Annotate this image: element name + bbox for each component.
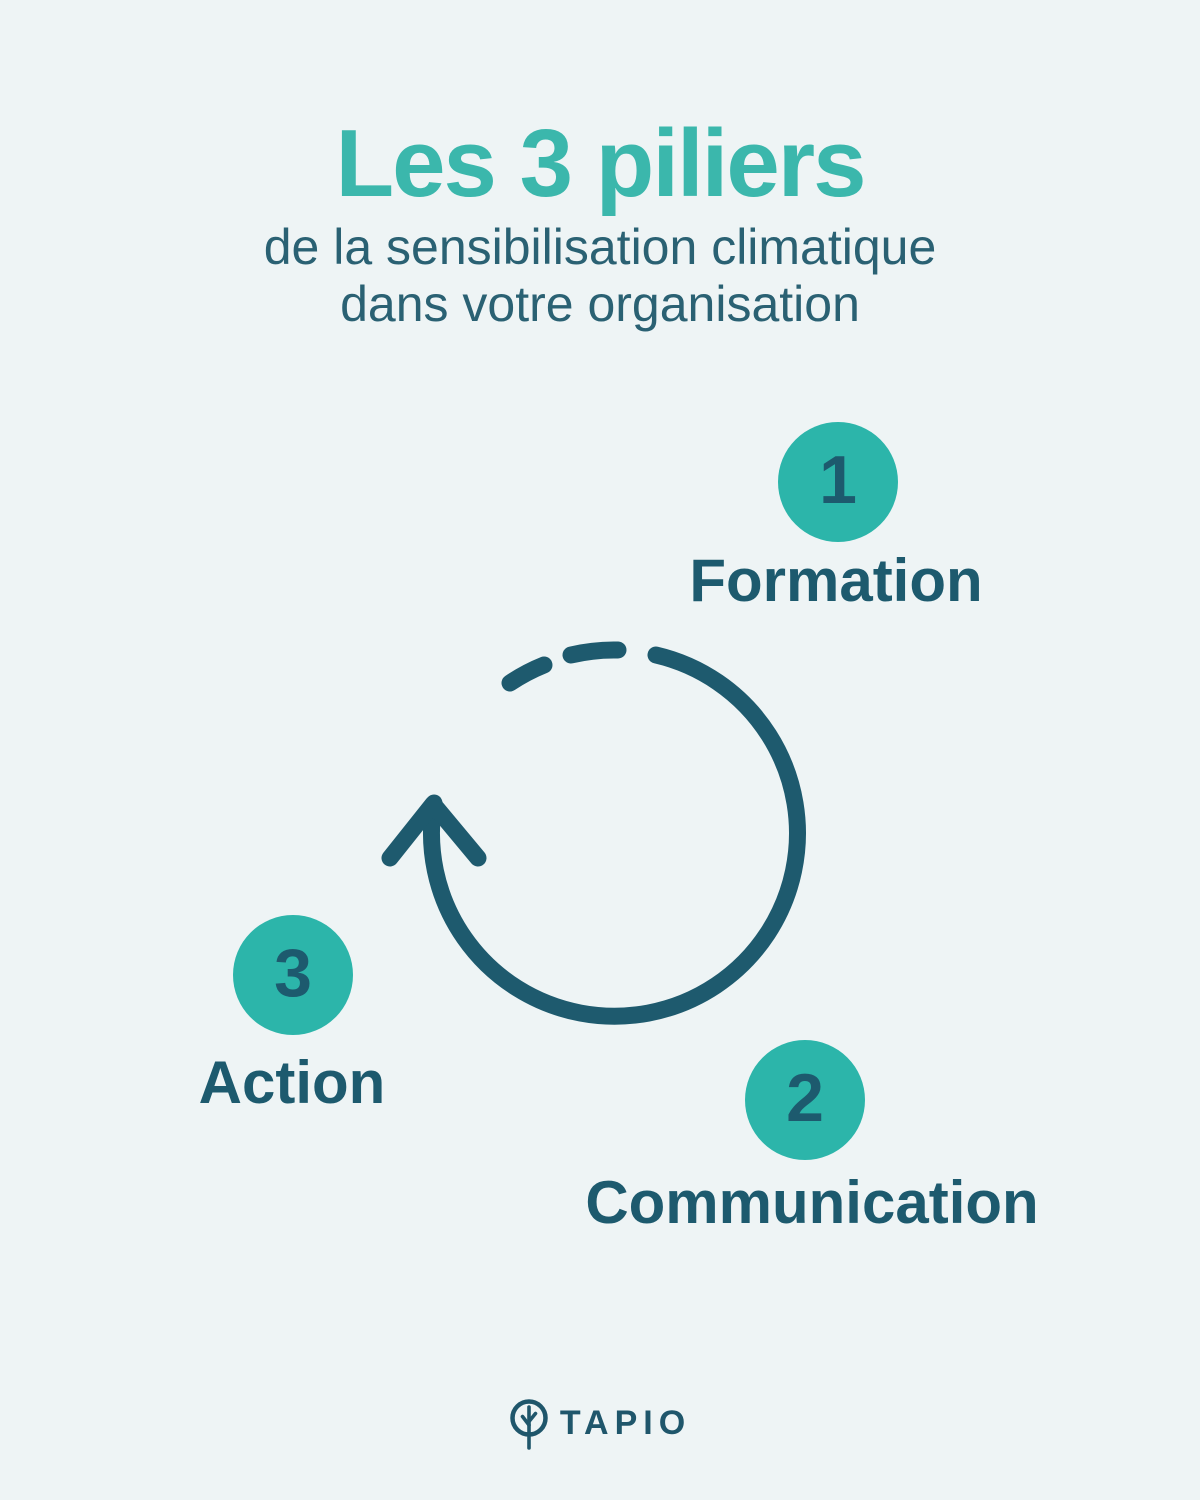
cycle-main-arc	[423, 646, 806, 1025]
tree-icon	[510, 1399, 548, 1450]
pillar-1-number: 1	[819, 442, 857, 518]
logo-text: TAPIO	[559, 1404, 692, 1442]
cycle-arrowhead	[381, 795, 487, 867]
pillar-2-label: Communication	[585, 1169, 1039, 1236]
subtitle-line-1: de la sensibilisation climatique	[263, 219, 937, 275]
subtitle-line-2: dans votre organisation	[340, 276, 860, 332]
page-title: Les 3 piliers	[335, 110, 867, 217]
pillar-1-badge: 1	[778, 422, 898, 542]
pillar-3-badge: 3	[233, 915, 353, 1035]
cycle-dash-short	[501, 656, 553, 692]
pillar-1-label: Formation	[689, 547, 983, 614]
pillar-2-badge: 2	[745, 1040, 865, 1160]
pillar-3-number: 3	[274, 935, 312, 1011]
cycle-dash-long	[562, 641, 627, 664]
header: Les 3 piliers de la sensibilisation clim…	[0, 109, 1200, 333]
pillar-2-number: 2	[786, 1060, 824, 1136]
pillar-3-label: Action	[198, 1049, 386, 1116]
tapio-logo: TAPIO	[0, 1398, 1200, 1454]
